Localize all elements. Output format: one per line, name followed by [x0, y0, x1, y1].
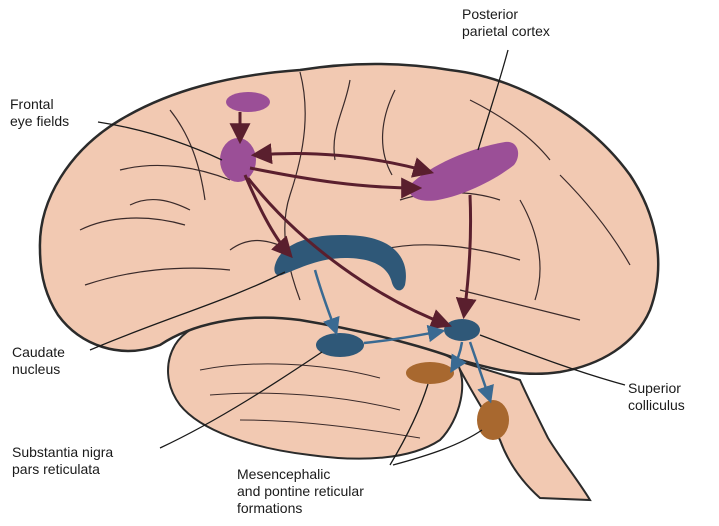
label-substantia-nigra: Substantia nigra pars reticulata [12, 444, 113, 478]
substantia-nigra [316, 333, 364, 357]
frontal-eye-fields [220, 138, 256, 182]
mesencephalic-reticular-formation [406, 362, 454, 384]
brainstem [455, 360, 590, 500]
superior-colliculus [444, 319, 480, 341]
label-superior-colliculus: Superior colliculus [628, 380, 685, 414]
pontine-reticular-formation [477, 400, 509, 440]
label-reticular-formations: Mesencephalic and pontine reticular form… [237, 466, 364, 517]
label-frontal-eye-fields: Frontal eye fields [10, 96, 69, 130]
cerebral-cortex [40, 64, 658, 374]
label-caudate-nucleus: Caudate nucleus [12, 344, 65, 378]
frontal-eye-fields-upper [226, 92, 270, 112]
label-posterior-parietal-cortex: Posterior parietal cortex [462, 6, 550, 40]
